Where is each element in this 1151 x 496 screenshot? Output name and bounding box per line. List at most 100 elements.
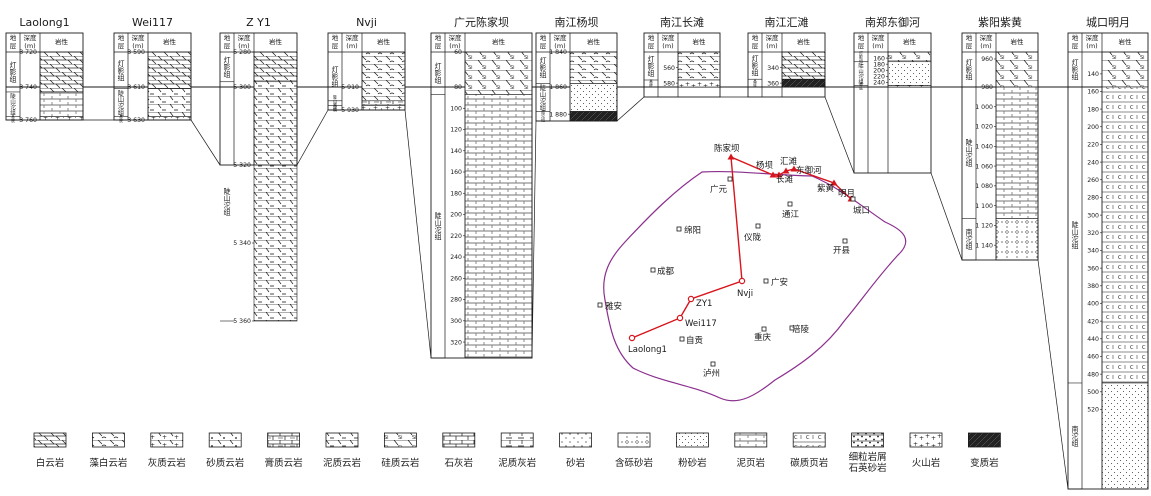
- well-name: 南江长滩: [660, 15, 704, 29]
- lithology-interval: [887, 85, 932, 88]
- legend-swatch: [734, 432, 768, 448]
- column-header-lith: 岩性: [587, 37, 601, 46]
- column-header-depth: 深度: [872, 33, 886, 42]
- legend-label: 粉砂岩: [678, 457, 707, 469]
- lithology-interval: [995, 51, 1039, 88]
- formation-label: 南沱组: [541, 109, 545, 123]
- lithology-interval: [781, 51, 826, 80]
- depth-tick-label: 3 610: [127, 84, 145, 91]
- column-header-depth-unit: (m): [980, 42, 991, 50]
- depth-tick-label: 120: [450, 127, 462, 134]
- depth-tick-label: 960: [981, 56, 993, 63]
- column-header-lith: 岩性: [55, 37, 69, 46]
- legend-label: 变质岩: [970, 457, 999, 469]
- depth-tick-label: 5 340: [233, 240, 251, 247]
- legend-swatch: [617, 432, 651, 448]
- depth-tick-label: 100: [450, 105, 462, 112]
- base-correlation-line: [616, 96, 645, 122]
- column-header-strata: 地层: [648, 33, 655, 50]
- column-header-depth: 深度: [1086, 33, 1100, 42]
- lithology-interval: [995, 86, 1039, 219]
- depth-tick-label: 460: [1087, 354, 1099, 361]
- lithology-interval: [1101, 86, 1149, 384]
- legend-swatch: [442, 432, 476, 448]
- column-header-lith: 岩性: [492, 37, 506, 46]
- depth-tick-label: 200: [1087, 124, 1099, 131]
- depth-tick-label: 5 280: [233, 49, 251, 56]
- formation-label: 灯影组: [435, 62, 442, 85]
- formation-label: 基底: [11, 113, 15, 123]
- legend-item: 白云岩: [33, 432, 67, 469]
- well-marker: [676, 314, 684, 322]
- city-marker: [676, 226, 682, 232]
- formation-label: 基底: [753, 78, 757, 88]
- legend-label: 石灰岩: [445, 457, 474, 469]
- legend-swatch: [851, 432, 884, 448]
- legend-label: 砂质云岩: [206, 457, 244, 469]
- formation-label: 陡山沱组: [333, 94, 337, 112]
- city-label: 雅安: [605, 301, 622, 312]
- depth-tick-label: 5 930: [341, 107, 359, 114]
- depth-tick-label: 1 000: [975, 104, 993, 111]
- outcrop-marker: [790, 165, 798, 172]
- city-label: 涪陵: [792, 324, 810, 335]
- column-header-lith: 岩性: [377, 37, 391, 46]
- city-marker: [787, 201, 793, 207]
- base-correlation-line: [404, 109, 432, 359]
- depth-tick-label: 300: [1087, 212, 1099, 219]
- depth-tick-label: 200: [873, 67, 885, 74]
- legend-swatch: [676, 432, 709, 448]
- column-header-strata: 地层: [540, 33, 547, 50]
- lithology-interval: [464, 94, 533, 359]
- column-header-depth-unit: (m): [554, 42, 565, 50]
- lithology-interval: [147, 88, 192, 118]
- legend-label: 灰质云岩: [148, 457, 186, 469]
- well-marker: [687, 295, 695, 303]
- lithology-interval: [361, 100, 406, 106]
- outcrop-marker: [727, 153, 735, 160]
- legend-swatch: [500, 432, 534, 448]
- column-header-strata: 地层: [966, 33, 973, 50]
- column-header-strata: 地层: [10, 33, 17, 50]
- well-name: 南郑东御河: [865, 15, 920, 29]
- legend-label: 白云岩: [36, 457, 65, 469]
- legend-label: 含砾砂岩: [615, 457, 653, 469]
- section-point-label: Nvji: [737, 289, 753, 299]
- formation-label: 陡山沱组: [10, 92, 16, 117]
- depth-tick-label: 280: [1087, 195, 1099, 202]
- lithology-legend: 白云岩藻白云岩灰质云岩砂质云岩膏质云岩泥质云岩硅质云岩石灰岩泥质灰岩砂岩含砾砂岩…: [33, 432, 1001, 474]
- column-header-lith: 岩性: [693, 37, 707, 46]
- lithology-interval: [569, 51, 618, 84]
- lithology-interval: [569, 83, 618, 112]
- legend-swatch: [208, 432, 242, 448]
- formation-label: 灯影组: [966, 58, 973, 81]
- formation-label: 灯影组: [118, 59, 125, 82]
- depth-tick-label: 260: [450, 275, 462, 282]
- legend-swatch: [267, 432, 301, 448]
- base-correlation-line: [824, 96, 855, 174]
- depth-tick-label: 440: [1087, 336, 1099, 343]
- depth-tick-label: 360: [1087, 265, 1099, 272]
- depth-tick-label: 180: [450, 190, 462, 197]
- lithology-interval: [39, 116, 84, 121]
- lithology-interval: [1101, 51, 1149, 88]
- column-header-strata: 地层: [435, 33, 442, 50]
- depth-tick-label: 5 910: [341, 84, 359, 91]
- column-header-depth-unit: (m): [872, 42, 883, 50]
- depth-tick-label: 200: [450, 212, 462, 219]
- column-header-depth-unit: (m): [1086, 42, 1097, 50]
- legend-item: 膏质云岩: [265, 432, 303, 469]
- column-header-strata: 地层: [752, 33, 759, 50]
- depth-tick-label: 220: [450, 233, 462, 240]
- depth-tick-label: 560: [663, 65, 675, 72]
- lithology-interval: [995, 218, 1039, 261]
- formation-label: 基底: [333, 102, 337, 112]
- formation-label: 陡山沱组: [540, 83, 547, 111]
- depth-tick-label: 1 860: [549, 84, 567, 91]
